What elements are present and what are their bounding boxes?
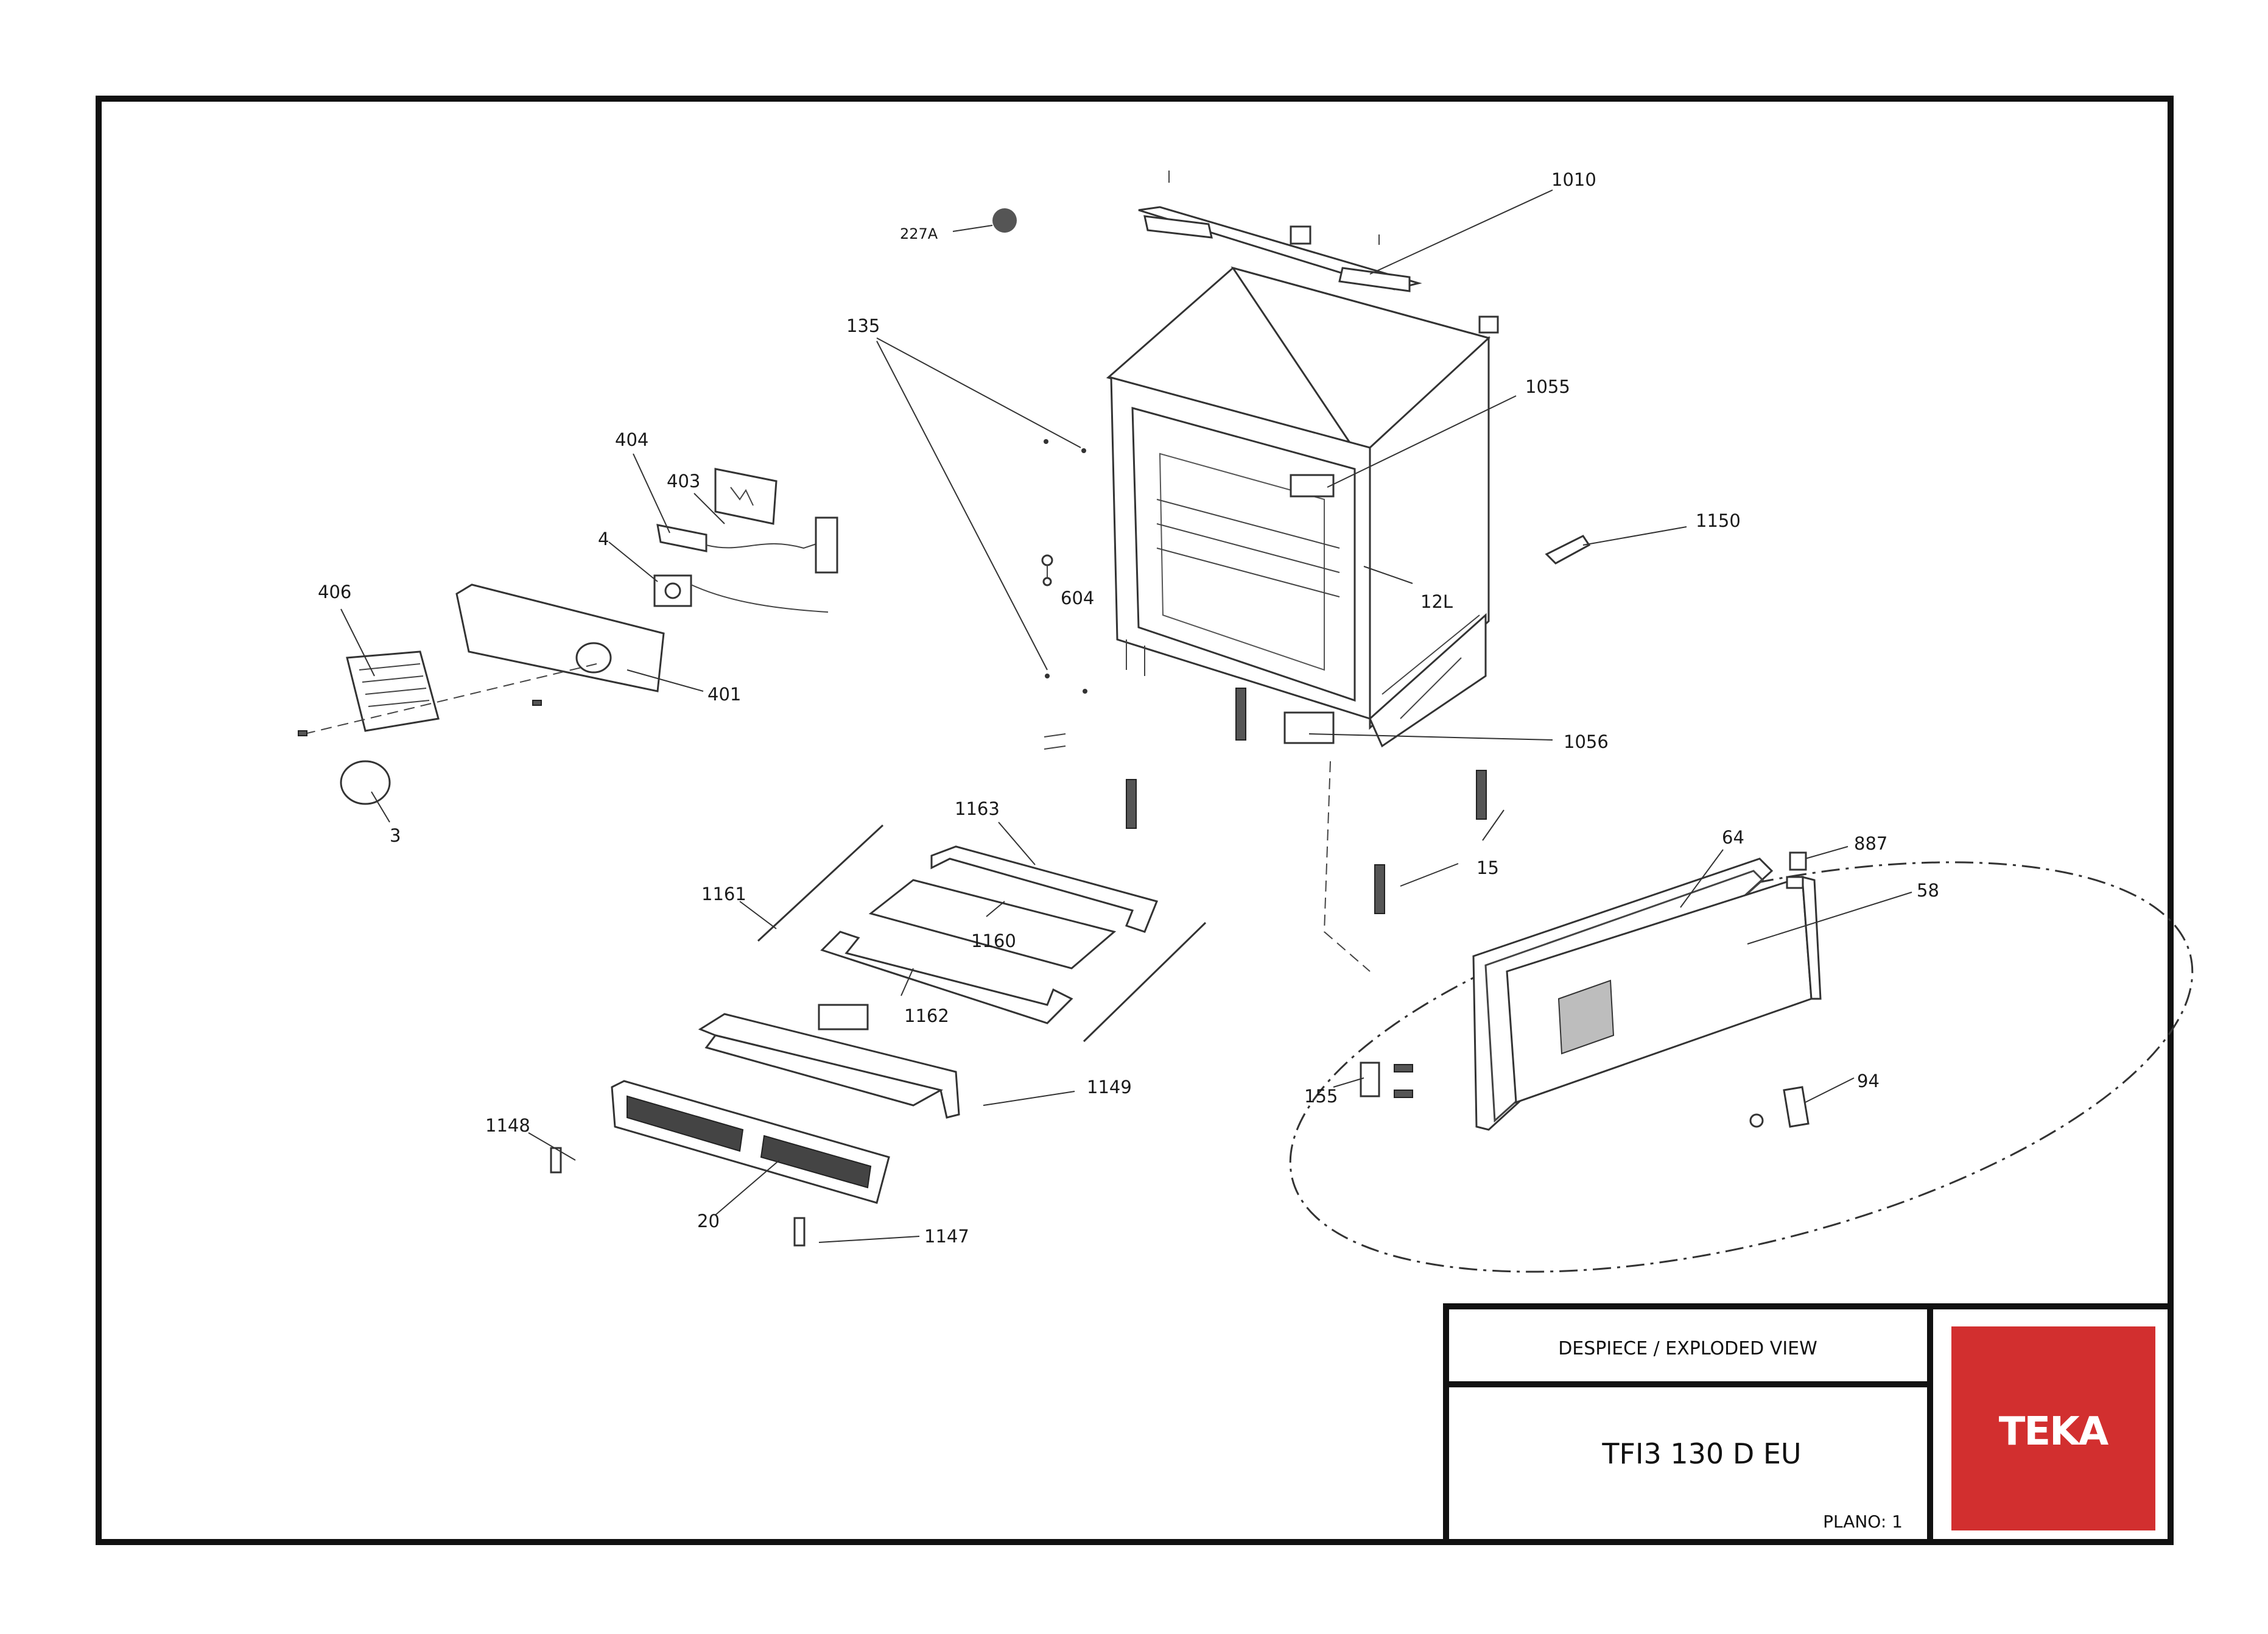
callout-1160: 1160 bbox=[971, 931, 1016, 951]
callout-1147: 1147 bbox=[924, 1226, 969, 1247]
part-604 bbox=[1041, 554, 1053, 586]
cabinet-body bbox=[1106, 266, 1491, 748]
callout-12l: 12L bbox=[1420, 591, 1453, 612]
callout-4: 4 bbox=[598, 529, 609, 549]
drawer-assembly bbox=[550, 824, 1207, 1247]
title-block-heading: DESPIECE / EXPLODED VIEW bbox=[1558, 1338, 1817, 1359]
door-assembly bbox=[1289, 761, 2194, 1273]
leader-lines bbox=[340, 189, 1912, 1243]
callout-94: 94 bbox=[1857, 1071, 1880, 1091]
callout-1148: 1148 bbox=[485, 1115, 530, 1136]
screws-135 bbox=[1044, 439, 1087, 750]
title-block: DESPIECE / EXPLODED VIEW TFI3 130 D EU P… bbox=[1443, 1303, 2174, 1545]
callout-1149: 1149 bbox=[1087, 1077, 1132, 1097]
adjustable-feet bbox=[1126, 688, 1487, 914]
callout-135: 135 bbox=[846, 315, 880, 336]
callout-1161: 1161 bbox=[701, 884, 746, 904]
callout-1162: 1162 bbox=[904, 1005, 949, 1026]
callout-404: 404 bbox=[615, 429, 648, 450]
callout-1056: 1056 bbox=[1564, 731, 1609, 752]
teka-logo-box bbox=[1951, 1326, 2155, 1530]
top-rail-part bbox=[1138, 171, 1499, 334]
callout-1010: 1010 bbox=[1551, 169, 1596, 190]
callout-64: 64 bbox=[1722, 827, 1744, 848]
title-block-plano: PLANO: 1 bbox=[1823, 1512, 1903, 1532]
callout-227a: 227A bbox=[900, 225, 938, 242]
drawing-frame bbox=[96, 96, 2174, 1545]
callout-406: 406 bbox=[318, 582, 351, 602]
callout-1055: 1055 bbox=[1525, 376, 1570, 397]
callout-3: 3 bbox=[390, 825, 401, 846]
control-panel-assembly bbox=[298, 468, 838, 805]
teka-logo: TEKA bbox=[1999, 1409, 2109, 1454]
callout-15: 15 bbox=[1476, 857, 1499, 878]
parts-drawing: 1010 227A 135 1055 404 403 4 1150 406 60… bbox=[298, 169, 2194, 1273]
title-block-model: TFI3 130 D EU bbox=[1601, 1437, 1801, 1470]
callout-20: 20 bbox=[697, 1211, 720, 1231]
bracket-1150 bbox=[1545, 535, 1591, 565]
callout-1150: 1150 bbox=[1696, 510, 1741, 531]
callout-401: 401 bbox=[707, 684, 741, 705]
callout-58: 58 bbox=[1917, 880, 1939, 901]
part-227a-dot bbox=[992, 208, 1017, 233]
callout-887: 887 bbox=[1854, 833, 1887, 854]
callout-604: 604 bbox=[1061, 588, 1094, 608]
callout-1163: 1163 bbox=[955, 798, 1000, 819]
callout-155: 155 bbox=[1304, 1086, 1338, 1107]
callout-403: 403 bbox=[667, 471, 700, 491]
callout-labels: 1010 227A 135 1055 404 403 4 1150 406 60… bbox=[318, 169, 1939, 1247]
